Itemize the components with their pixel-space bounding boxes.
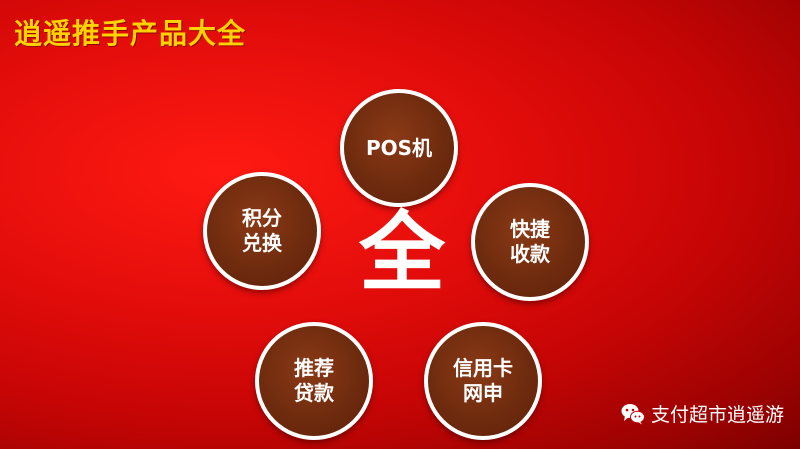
node-jifen-label-1: 积分 <box>242 206 282 230</box>
node-xinyongka-label-2: 网申 <box>463 381 503 405</box>
node-pos: POS机 <box>340 89 458 207</box>
watermark-text: 支付超市逍遥游 <box>650 404 784 426</box>
node-kuaijie-label-2: 收款 <box>510 242 550 266</box>
node-tuijian: 推荐 贷款 <box>255 322 373 440</box>
node-kuaijie-label-1: 快捷 <box>510 217 550 241</box>
node-pos-label: POS机 <box>365 135 433 160</box>
node-kuaijie: 快捷 收款 <box>471 183 589 301</box>
center-character: 全 <box>359 203 445 303</box>
page-title: 逍遥推手产品大全 <box>14 17 247 50</box>
node-tuijian-label-1: 推荐 <box>294 356 334 380</box>
node-xinyongka-label-1: 信用卡 <box>453 356 513 380</box>
node-tuijian-label-2: 贷款 <box>294 381 334 405</box>
node-xinyongka: 信用卡 网申 <box>424 322 542 440</box>
node-jifen: 积分 兑换 <box>203 172 321 290</box>
node-jifen-label-2: 兑换 <box>242 231 282 255</box>
wechat-icon <box>621 403 645 425</box>
watermark: 支付超市逍遥游 <box>621 400 784 427</box>
